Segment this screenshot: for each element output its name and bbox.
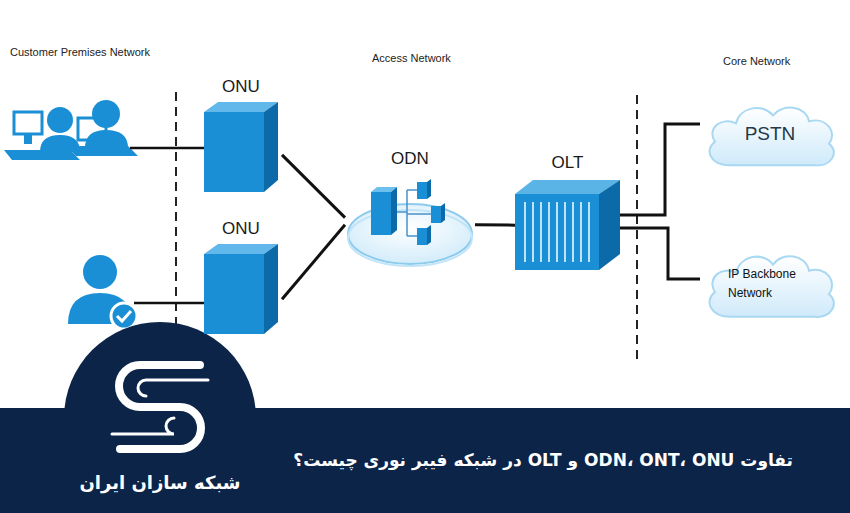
odn-art [345, 174, 475, 268]
olt-art [515, 178, 620, 270]
users-group-icon-part [92, 100, 120, 128]
olt-art-part-part-part [532, 202, 534, 262]
onu-art-part-part [204, 254, 264, 334]
logo-mark [112, 365, 208, 449]
onu-art-part-part [204, 112, 264, 192]
user-wire-part [130, 147, 204, 150]
olt-art-part [515, 178, 620, 270]
olt-art-part-part [515, 194, 599, 270]
device-label: ONU [200, 76, 282, 98]
logo-mark-part [138, 380, 208, 396]
user-icon-part [83, 255, 117, 289]
cloud-art-part [700, 243, 840, 325]
odn-art-part-part [348, 210, 472, 266]
olt-art-part-part-part [580, 202, 582, 262]
logo-circle [64, 322, 256, 513]
odn-art-part-part [431, 206, 441, 223]
zone-divider-part [636, 95, 638, 360]
onu-art-part-part [264, 244, 278, 334]
user-wire-part [134, 302, 204, 305]
cloud-text-block: PSTN [720, 119, 820, 149]
olt-art-part-part-part [564, 202, 566, 262]
onu-art-part [200, 100, 282, 192]
users-group-icon-part [47, 107, 73, 133]
network-cloud: PSTN [700, 95, 840, 173]
odn-art-part-part [371, 192, 391, 235]
odn-art-part-part [406, 190, 408, 236]
olt-art-part-part-part [548, 202, 550, 262]
odn-art-part-part [441, 203, 445, 223]
onu-device: ONU [200, 76, 282, 192]
network-cloud: IP Backbone Network [700, 243, 840, 325]
cloud-label: IP Backbone Network [728, 265, 812, 303]
device-label: ONU [200, 218, 282, 240]
odn-art-part-part [417, 182, 427, 199]
cloud-label: PSTN [720, 119, 820, 149]
logo-mark-part [119, 365, 201, 449]
user-icon-part [117, 311, 131, 321]
device-heading: ONU [200, 218, 282, 240]
cloud-text-wrap: IP Backbone Network [700, 243, 840, 325]
onu-art [200, 242, 282, 334]
user-wire [130, 148, 204, 303]
onu-art-part [200, 242, 282, 334]
odn-art-part-part [407, 189, 417, 191]
odn-splitter: ODN [345, 148, 475, 268]
fiber-link [620, 228, 700, 279]
zone-label: Customer Premises Network [10, 46, 150, 58]
page-title: تفاوت ODN، ONT، ONU و OLT در شبکه فیبر ن… [293, 450, 793, 470]
odn-art-part-part [407, 235, 417, 237]
odn-art-part-part [407, 213, 431, 215]
fiber-link [282, 225, 345, 299]
logo-mark-part [112, 418, 174, 434]
users-group-icon-part [14, 112, 42, 134]
olt-art-part-part-part [556, 202, 558, 262]
device-heading: ONU [200, 76, 282, 98]
olt-art-part-part-part [572, 202, 574, 262]
odn-art-part-part [427, 179, 431, 199]
users-group-icon-part [40, 135, 80, 152]
fiber-link [475, 223, 515, 226]
zone-label: Core Network [723, 55, 790, 67]
cloud-text-wrap: PSTN [700, 95, 840, 173]
watermark-text: شبکه سازان ایران [80, 472, 241, 493]
users-group-icon-part [85, 130, 128, 148]
zone-divider-part [175, 92, 177, 332]
fiber-link [282, 155, 345, 218]
device-label: ODN [345, 148, 475, 170]
onu-art-part-part [264, 102, 278, 192]
cloud-art [700, 243, 840, 325]
olt-art-part-part-part [524, 202, 526, 262]
odn-art-part-part [397, 211, 407, 213]
users-group-icon-part [24, 134, 32, 144]
onu-art [200, 100, 282, 192]
odn-art-part-part [391, 187, 397, 235]
users-group-icon [4, 100, 138, 160]
fiber-link [620, 124, 700, 215]
zone-label: Access Network [372, 52, 451, 64]
user-icon-part [111, 303, 137, 329]
odn-art-part-part [348, 204, 472, 264]
olt-art-part-part-part [540, 202, 542, 262]
device-heading: OLT [515, 152, 620, 174]
olt-device: OLT [515, 152, 620, 270]
odn-art-part-part [427, 225, 431, 245]
cloud-text-block: IP Backbone Network [728, 265, 812, 303]
cloud-art-part-part [710, 108, 834, 166]
olt-art-part-part [525, 202, 589, 262]
cloud-art-part-part [710, 256, 834, 317]
olt-art-part-part-part [588, 202, 590, 262]
olt-art-part-part [599, 180, 620, 270]
user-icon [68, 255, 137, 329]
odn-art-part [345, 174, 475, 268]
odn-art-part-part [417, 228, 427, 245]
device-heading: ODN [345, 148, 475, 170]
zone-divider [176, 92, 637, 360]
onu-device: ONU [200, 218, 282, 334]
device-label: OLT [515, 152, 620, 174]
